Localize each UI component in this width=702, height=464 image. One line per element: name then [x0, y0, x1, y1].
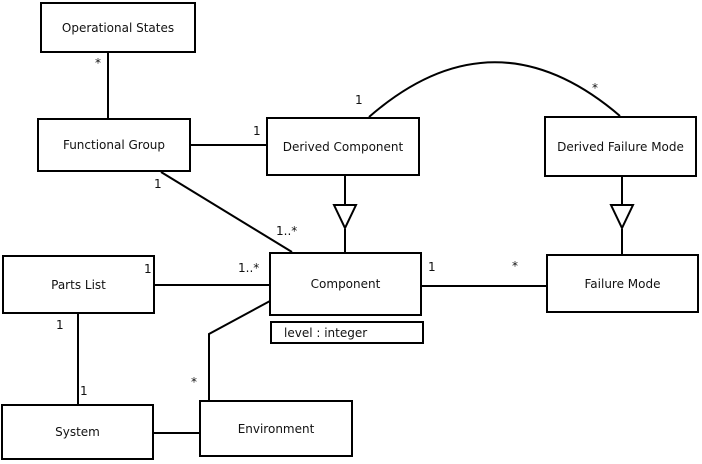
class-attribute-compartment-component: level : integer	[270, 321, 424, 344]
multiplicity-failure-mode-end: *	[512, 259, 518, 273]
edge-component-environment	[208, 300, 271, 400]
class-box-derived-failure-mode: Derived Failure Mode	[544, 116, 697, 177]
class-name: Failure Mode	[584, 276, 661, 291]
multiplicity-component-end: 1..*	[276, 224, 298, 238]
class-name: Parts List	[51, 277, 106, 292]
multiplicity-functional-group-end: 1	[154, 177, 162, 191]
class-name: System	[55, 425, 100, 439]
class-box-component: Component	[269, 252, 422, 316]
edge-derived-component-component-generalization	[332, 176, 358, 252]
class-box-system: System	[1, 404, 154, 460]
class-name: Operational States	[61, 20, 175, 35]
class-box-environment: Environment	[199, 400, 353, 457]
multiplicity-environment-end: *	[191, 375, 197, 389]
generalization-triangle-icon	[332, 204, 358, 231]
multiplicity-system-end: 1	[80, 384, 88, 398]
multiplicity-parts-list-end: 1	[144, 262, 152, 276]
class-box-parts-list: Parts List	[2, 255, 155, 314]
class-box-functional-group: Functional Group	[37, 118, 191, 172]
multiplicity-operational-states-end: *	[95, 56, 101, 70]
class-name: Component	[310, 277, 381, 291]
class-box-operational-states: Operational States	[40, 2, 196, 53]
edge-derived-failure-mode-failure-mode-generalization	[609, 177, 635, 254]
multiplicity-component-right-end: 1	[428, 260, 436, 274]
multiplicity-derived-component-end: 1	[253, 124, 261, 138]
class-attribute: level : integer	[284, 325, 368, 340]
multiplicity-component-left-end: 1..*	[238, 261, 260, 275]
class-name: Derived Failure Mode	[557, 139, 684, 154]
multiplicity-parts-list-bottom-end: 1	[56, 318, 64, 332]
class-name: Functional Group	[62, 138, 166, 152]
multiplicity-arc-derived-component-end: 1	[355, 93, 363, 107]
edge-derived-component-derived-failure-mode-arc	[368, 61, 621, 118]
class-name: Environment	[237, 421, 315, 436]
edge-functional-group-component	[160, 171, 293, 253]
generalization-triangle-icon	[609, 204, 635, 231]
class-box-failure-mode: Failure Mode	[546, 254, 699, 313]
multiplicity-arc-derived-failure-mode-end: *	[592, 81, 598, 95]
class-box-derived-component: Derived Component	[266, 117, 420, 176]
class-name: Derived Component	[282, 139, 404, 154]
